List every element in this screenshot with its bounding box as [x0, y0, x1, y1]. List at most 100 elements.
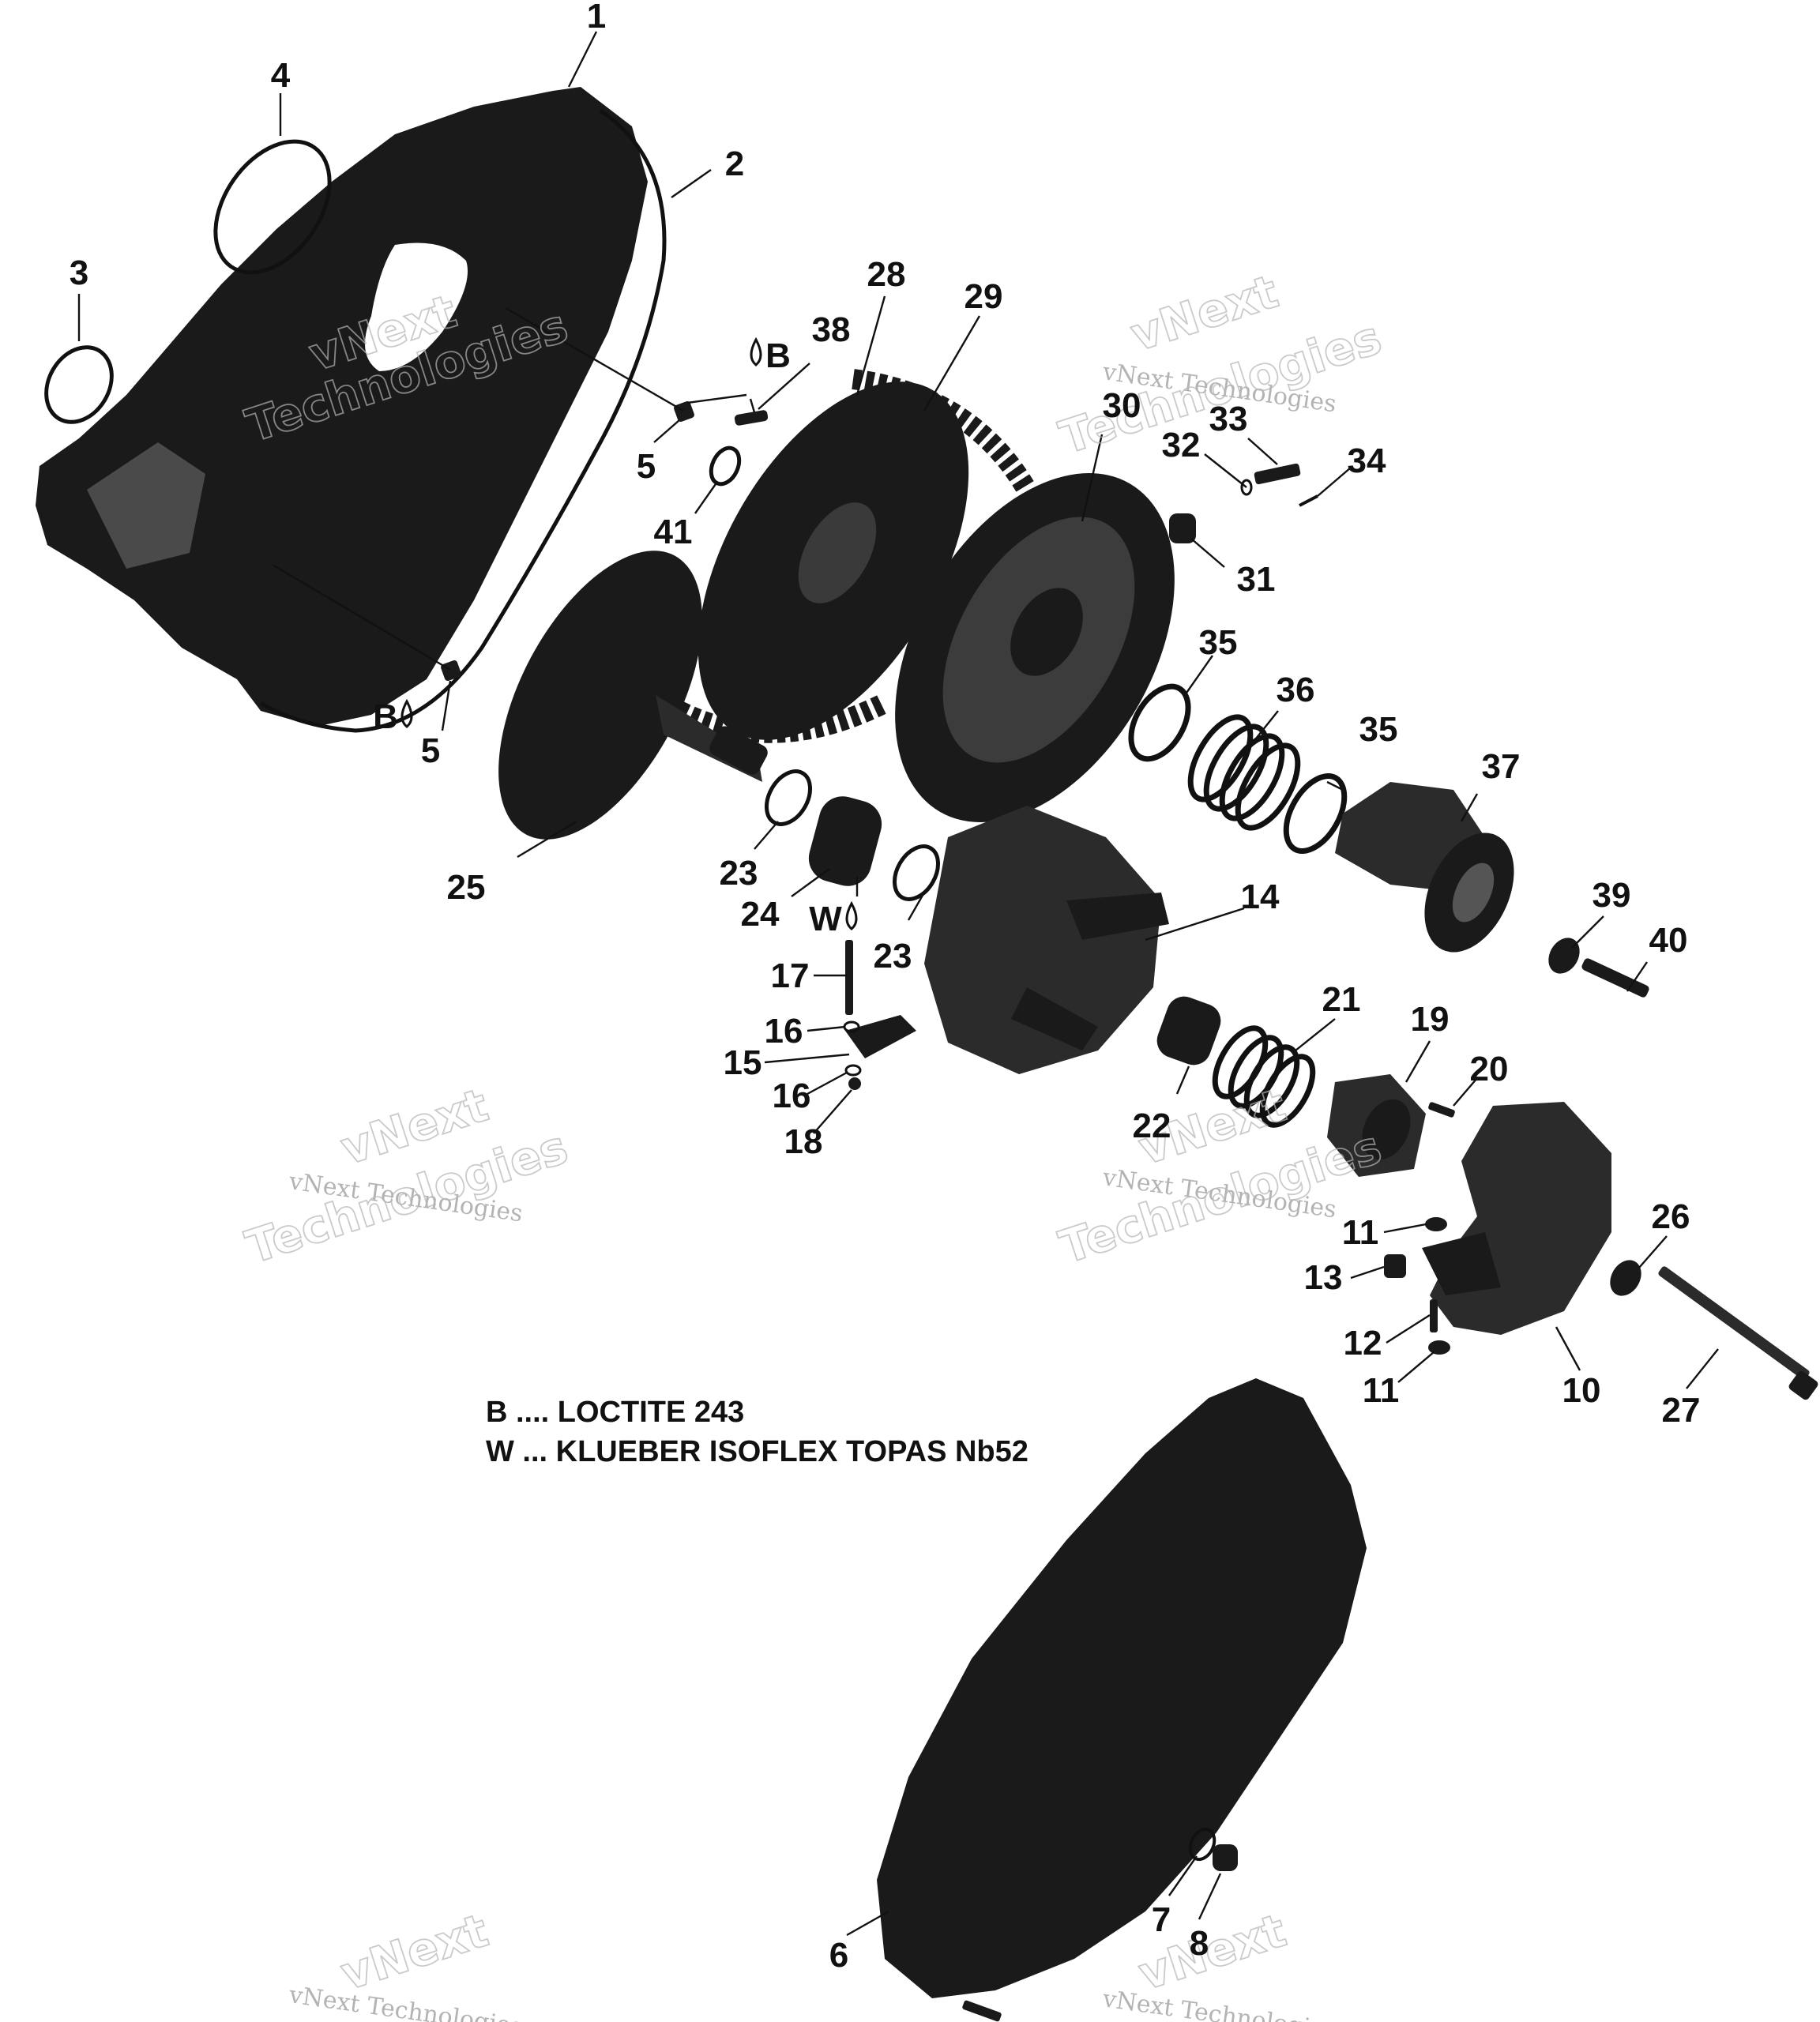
long-bolt-27 — [1658, 1266, 1818, 1400]
washer-26 — [1610, 1260, 1641, 1296]
bolt-upper — [674, 401, 694, 422]
callout-15: 15 — [724, 1043, 762, 1082]
ring-35-lower — [1283, 773, 1348, 854]
leader-lines — [77, 31, 1719, 1937]
callout-5-upper: 5 — [637, 447, 656, 486]
callout-14: 14 — [1241, 878, 1280, 916]
callout-19: 19 — [1411, 1000, 1450, 1039]
watermark-small-5: vNext Technologies — [1100, 1985, 1338, 2022]
svg-text:B: B — [373, 697, 398, 736]
svg-text:B: B — [765, 336, 791, 375]
callout-35-lower: 35 — [1359, 710, 1398, 749]
callout-12: 12 — [1344, 1324, 1382, 1362]
callout-38: 38 — [812, 310, 851, 349]
bolt-33 — [1254, 463, 1301, 485]
callout-23-lower: 23 — [874, 937, 912, 975]
callout-3: 3 — [70, 254, 88, 292]
pin-17 — [845, 940, 853, 1015]
callout-26: 26 — [1652, 1197, 1690, 1236]
spider — [924, 806, 1169, 1074]
drive-belt — [675, 369, 1036, 743]
ring-23-upper — [765, 769, 812, 826]
watermark-small-4: vNext Technologies — [287, 1981, 525, 2022]
callout-25: 25 — [447, 868, 486, 907]
roller — [1169, 513, 1196, 543]
washer-11-upper — [1425, 1217, 1447, 1231]
pin-12 — [1430, 1299, 1438, 1332]
bushing-22 — [1156, 996, 1221, 1065]
callout-8: 8 — [1190, 1924, 1209, 1963]
washer-32 — [1240, 479, 1253, 496]
callout-22: 22 — [1133, 1107, 1171, 1145]
callout-24: 24 — [741, 895, 780, 934]
callout-1: 1 — [587, 0, 606, 36]
callout-17: 17 — [771, 957, 810, 995]
washer-16-lower — [844, 1064, 862, 1077]
callout-13: 13 — [1304, 1258, 1343, 1297]
callout-28: 28 — [867, 255, 906, 294]
callout-21: 21 — [1322, 980, 1361, 1019]
callout-16-lower: 16 — [773, 1077, 811, 1115]
callout-18: 18 — [784, 1122, 823, 1161]
callout-40: 40 — [1649, 921, 1688, 960]
callout-16-upper: 16 — [765, 1012, 803, 1050]
adhesive-mark-b-top: B — [750, 336, 791, 375]
bolt-bottom — [962, 2000, 1002, 2022]
callout-35-upper: 35 — [1199, 623, 1238, 662]
o-ring-large — [213, 139, 332, 275]
ring-23-lower — [893, 844, 940, 901]
spacer-13 — [1384, 1254, 1406, 1278]
callout-11-upper: 11 — [1342, 1213, 1379, 1252]
callout-29: 29 — [965, 277, 1003, 316]
ring-35-upper — [1128, 683, 1191, 762]
adhesive-mark-w: W — [809, 900, 858, 938]
droplet-icon — [750, 336, 762, 366]
small-ring-41 — [709, 445, 742, 487]
primary-sheave — [498, 551, 768, 840]
bolt-lower — [441, 660, 461, 681]
nut-18 — [848, 1077, 861, 1090]
callout-4: 4 — [271, 56, 291, 95]
callout-20: 20 — [1470, 1050, 1509, 1088]
screw-20 — [1428, 1102, 1455, 1118]
droplet-icon — [400, 698, 413, 728]
watermark-big-5a: vNext — [334, 1904, 494, 2001]
legend-b: B .... LOCTITE 243 — [486, 1396, 744, 1429]
legend: B .... LOCTITE 243 W ... KLUEBER ISOFLEX… — [486, 1396, 1028, 1468]
callout-32: 32 — [1162, 426, 1201, 464]
spring-21 — [1212, 1025, 1316, 1128]
inner-cover — [36, 87, 648, 727]
fixed-sheave — [698, 381, 969, 740]
callout-11-lower: 11 — [1363, 1371, 1400, 1410]
o-ring-small — [44, 345, 114, 424]
callout-31: 31 — [1237, 560, 1276, 599]
outer-cover — [877, 1378, 1367, 1998]
callout-6: 6 — [829, 1936, 848, 1975]
callout-27: 27 — [1662, 1391, 1701, 1430]
pin-34 — [1299, 494, 1318, 507]
callout-36: 36 — [1277, 671, 1315, 709]
callout-5-lower: 5 — [421, 731, 440, 770]
callout-30: 30 — [1103, 386, 1141, 425]
adhesive-mark-b-left: B — [373, 697, 413, 736]
callout-7: 7 — [1152, 1900, 1171, 1939]
callout-39: 39 — [1592, 876, 1631, 915]
callout-37: 37 — [1482, 747, 1521, 786]
washer-11-lower — [1428, 1340, 1450, 1355]
pin — [734, 410, 769, 426]
callouts: 1 2 3 4 5 5 6 7 8 10 11 11 12 13 14 15 1… — [70, 0, 1701, 1975]
plug-8 — [1213, 1844, 1238, 1871]
callout-33: 33 — [1209, 400, 1248, 438]
bolt-40 — [1581, 958, 1649, 998]
callout-2: 2 — [725, 145, 744, 183]
callout-34: 34 — [1348, 442, 1386, 480]
callout-41: 41 — [654, 513, 693, 551]
svg-text:W: W — [809, 900, 842, 938]
hub-19 — [1327, 1074, 1426, 1177]
legend-w: W ... KLUEBER ISOFLEX TOPAS Nb52 — [486, 1435, 1028, 1468]
bushing-24 — [808, 796, 882, 886]
gasket — [259, 108, 667, 733]
spring-36 — [1187, 714, 1301, 831]
